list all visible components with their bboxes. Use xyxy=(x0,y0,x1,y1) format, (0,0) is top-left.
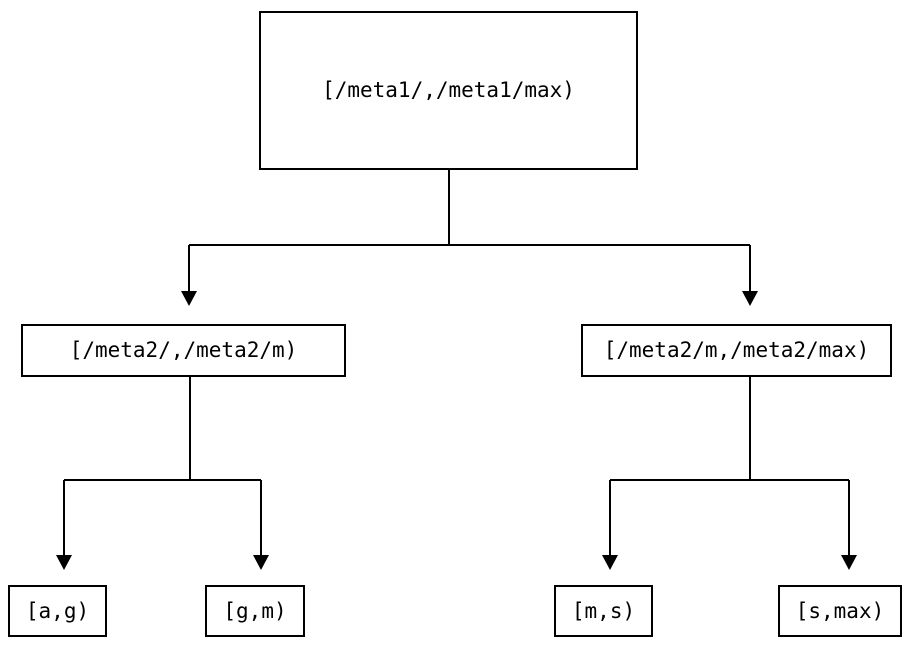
tree-node-root[interactable]: [/meta1/,/meta1/max) xyxy=(259,11,638,170)
tree-node-leaf-2[interactable]: [m,s) xyxy=(554,585,653,637)
arrowhead-to-leaf-2 xyxy=(602,555,618,570)
arrowhead-to-mid-right xyxy=(742,291,758,306)
arrowhead-to-leaf-0 xyxy=(56,555,72,570)
arrowhead-to-leaf-1 xyxy=(253,555,269,570)
edge-midleft-to-leaves-group xyxy=(62,377,263,555)
tree-node-leaf-0[interactable]: [a,g) xyxy=(8,585,107,637)
edge-root-to-mid-group xyxy=(187,170,752,291)
tree-node-leaf-0-label: [a,g) xyxy=(25,598,90,623)
tree-node-leaf-1[interactable]: [g,m) xyxy=(205,585,305,637)
tree-node-mid-right[interactable]: [/meta2/m,/meta2/max) xyxy=(581,324,892,377)
edge-midright-to-leaves-group xyxy=(608,377,851,555)
tree-node-mid-left-label: [/meta2/,/meta2/m) xyxy=(69,338,298,362)
tree-node-mid-left[interactable]: [/meta2/,/meta2/m) xyxy=(21,324,346,377)
arrowhead-to-leaf-3 xyxy=(841,555,857,570)
tree-node-mid-right-label: [/meta2/m,/meta2/max) xyxy=(603,338,870,362)
tree-node-leaf-3-label: [s,max) xyxy=(795,598,885,623)
tree-node-root-label: [/meta1/,/meta1/max) xyxy=(322,78,575,102)
tree-node-leaf-1-label: [g,m) xyxy=(223,598,287,623)
tree-node-leaf-3[interactable]: [s,max) xyxy=(778,585,902,637)
arrowhead-to-mid-left xyxy=(181,291,197,306)
tree-node-leaf-2-label: [m,s) xyxy=(571,598,636,623)
